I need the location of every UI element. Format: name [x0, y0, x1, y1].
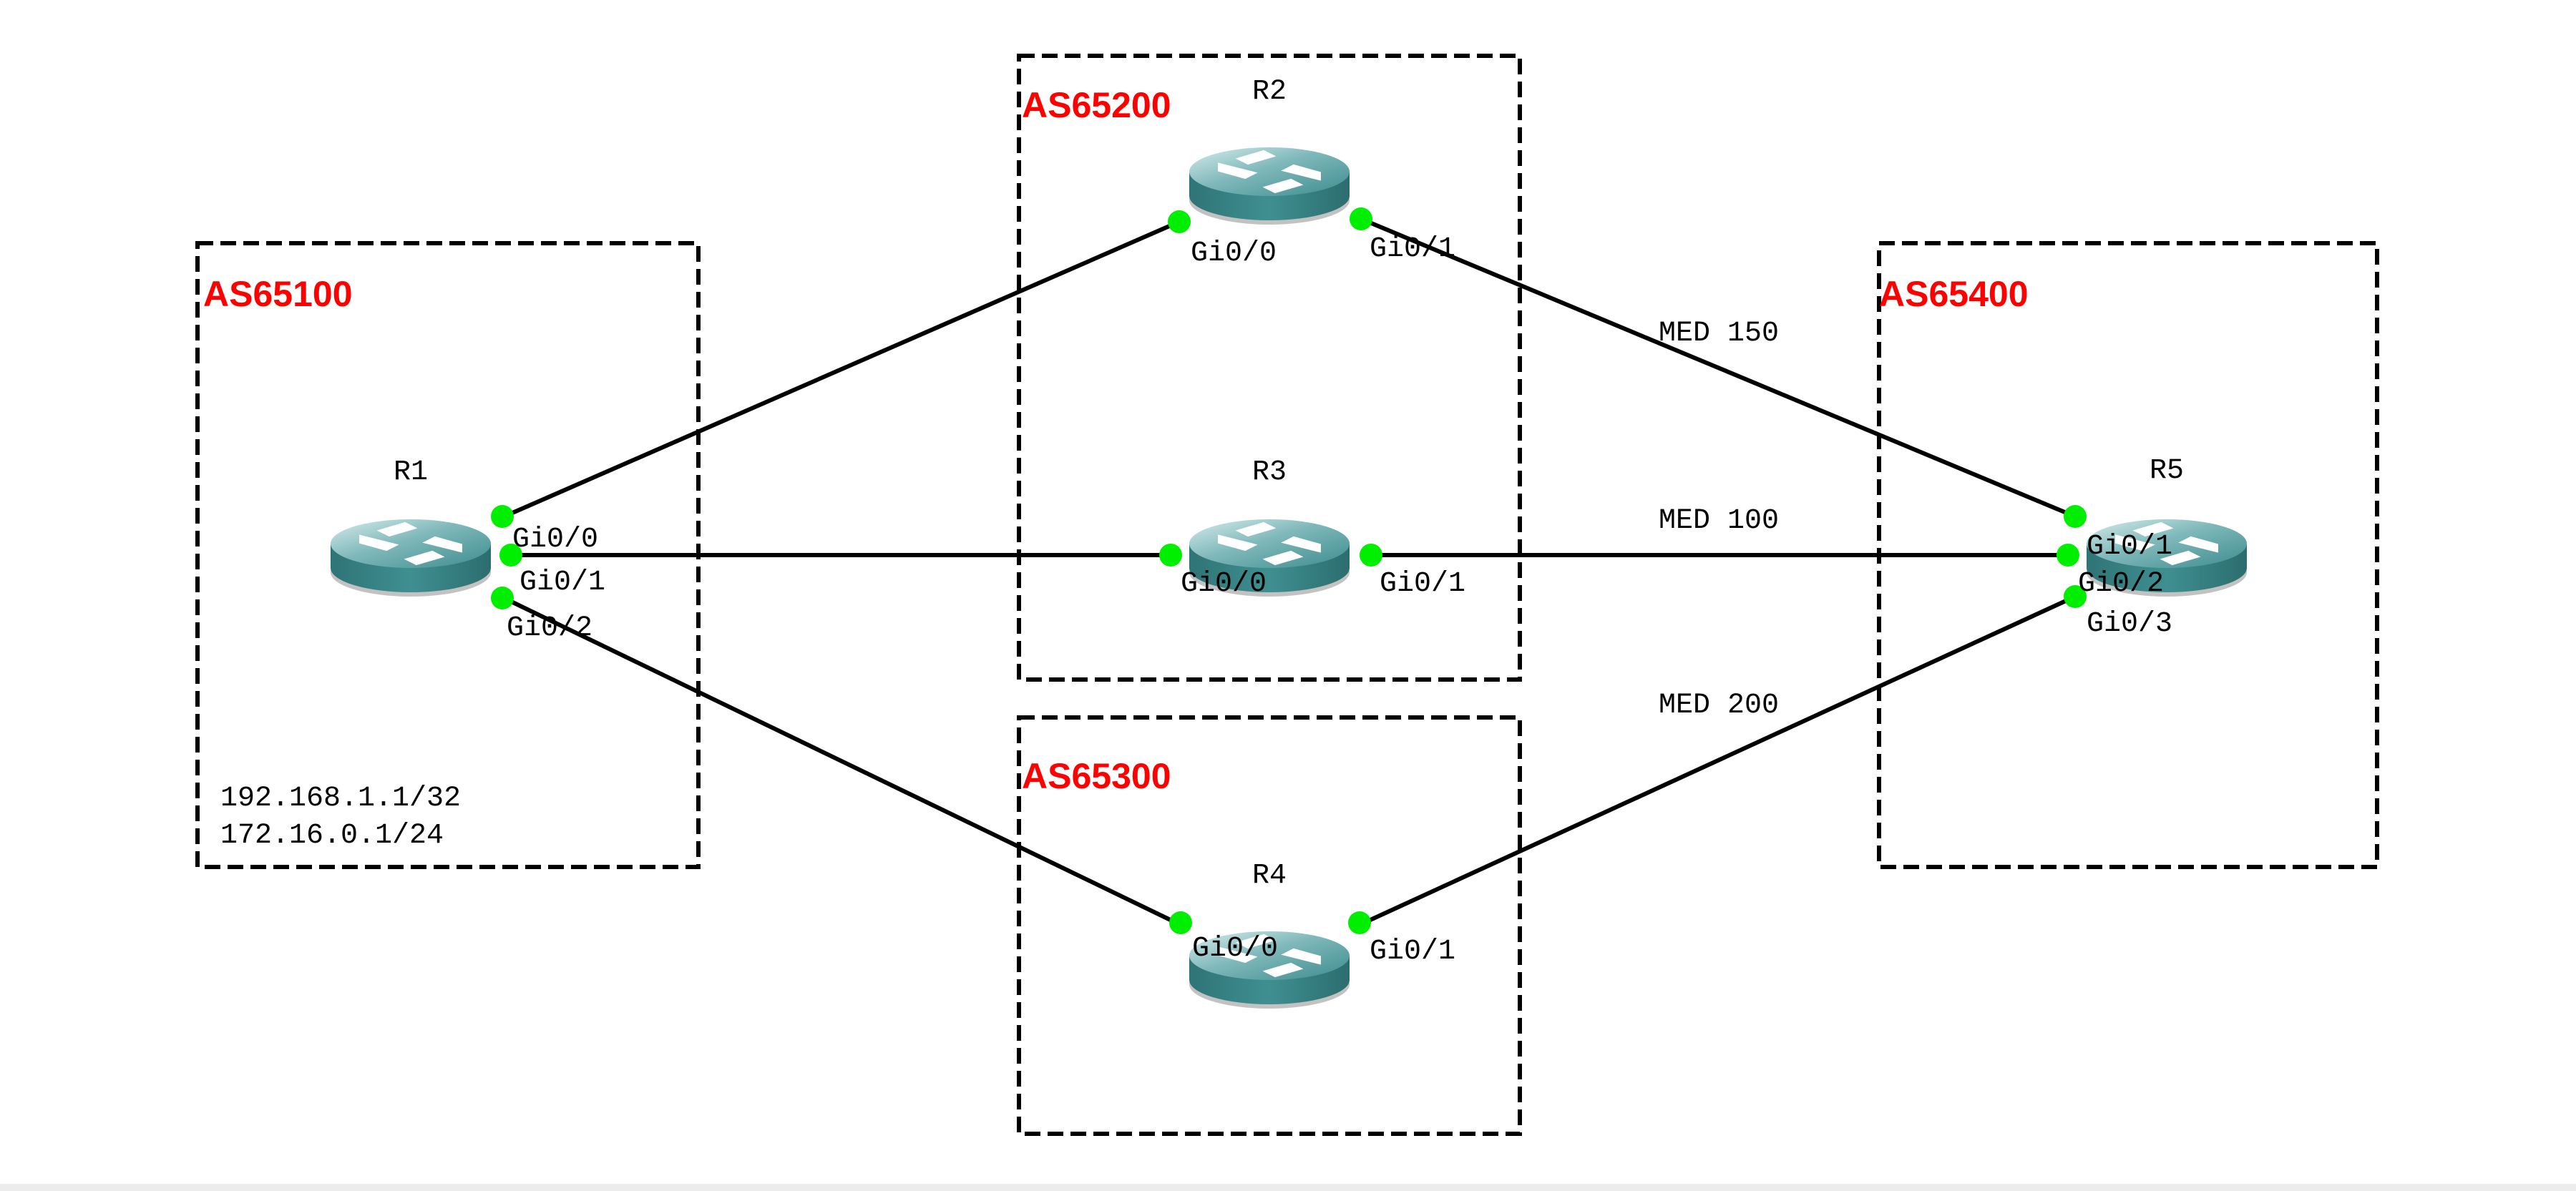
port-dots [491, 207, 2087, 934]
port-dot-r4-gi0-0[interactable] [1169, 911, 1192, 934]
router-r2[interactable]: R2 [1188, 76, 1351, 226]
router-icon [1188, 146, 1351, 226]
router-label: R5 [2150, 455, 2184, 487]
med-labels: MED 150 MED 100 MED 200 [1659, 318, 1779, 722]
port-label-r1-gi0-2: Gi0/2 [507, 612, 592, 644]
port-dot-r4-gi0-1[interactable] [1348, 911, 1371, 934]
network-prefix: 172.16.0.1/24 [220, 820, 444, 852]
port-dot-r1-gi0-2[interactable] [491, 587, 514, 609]
router-r5[interactable]: R5 [2085, 455, 2248, 598]
router-r3[interactable]: R3 [1188, 456, 1351, 598]
port-dot-r1-gi0-1[interactable] [499, 544, 522, 567]
links [499, 217, 2077, 926]
link-r1-r2 [499, 220, 1181, 520]
as-box-as65300: AS65300 [1017, 715, 1522, 1136]
network-prefix: 192.168.1.1/32 [220, 783, 461, 815]
link-r2-r5 [1360, 217, 2077, 519]
med-label-r4-r5: MED 200 [1659, 690, 1779, 722]
bottom-border [0, 1184, 2576, 1191]
port-dot-r3-gi0-1[interactable] [1360, 544, 1382, 567]
port-label-r3-gi0-1: Gi0/1 [1380, 568, 1465, 600]
link-r1-r4 [499, 594, 1181, 926]
port-label-r2-gi0-1: Gi0/1 [1370, 233, 1455, 265]
port-labels: Gi0/0 Gi0/1 Gi0/2 Gi0/0 Gi0/1 Gi0/0 Gi0/… [507, 233, 2172, 968]
port-dot-r3-gi0-0[interactable] [1159, 544, 1182, 567]
router-icon [329, 518, 492, 598]
port-label-r2-gi0-0: Gi0/0 [1191, 237, 1277, 270]
port-label-r5-gi0-1: Gi0/1 [2087, 531, 2172, 563]
port-dot-r5-gi0-1[interactable] [2064, 505, 2087, 528]
router-label: R1 [394, 456, 428, 489]
port-label-r1-gi0-0: Gi0/0 [512, 524, 598, 556]
as-label-as65100: AS65100 [203, 274, 353, 314]
port-label-r1-gi0-1: Gi0/1 [519, 567, 605, 599]
router-r1[interactable]: R1 [329, 456, 492, 598]
link-r4-r5 [1360, 594, 2077, 926]
router-r4[interactable]: R4 [1188, 860, 1351, 1010]
port-label-r5-gi0-2: Gi0/2 [2078, 568, 2164, 600]
port-dot-r2-gi0-0[interactable] [1168, 210, 1191, 233]
port-label-r4-gi0-0: Gi0/0 [1192, 933, 1278, 965]
as-label-as65400: AS65400 [1879, 274, 2029, 314]
port-label-r5-gi0-3: Gi0/3 [2087, 608, 2172, 640]
port-dot-r1-gi0-0[interactable] [491, 505, 514, 528]
port-label-r4-gi0-1: Gi0/1 [1370, 936, 1455, 968]
router-label: R4 [1252, 860, 1287, 892]
r1-network-list: 192.168.1.1/32 172.16.0.1/24 [220, 783, 461, 852]
router-label: R3 [1252, 456, 1287, 489]
port-dot-r5-gi0-3[interactable] [2064, 585, 2087, 608]
port-dot-r5-gi0-2[interactable] [2057, 544, 2079, 567]
as-label-as65200: AS65200 [1022, 85, 1171, 125]
router-label: R2 [1252, 76, 1287, 108]
as-box-as65200: AS65200 [1017, 54, 1522, 682]
port-label-r3-gi0-0: Gi0/0 [1181, 568, 1267, 600]
med-label-r3-r5: MED 100 [1659, 505, 1779, 537]
med-label-r2-r5: MED 150 [1659, 318, 1779, 350]
as-label-as65300: AS65300 [1022, 756, 1171, 796]
port-dot-r2-gi0-1[interactable] [1350, 207, 1372, 230]
